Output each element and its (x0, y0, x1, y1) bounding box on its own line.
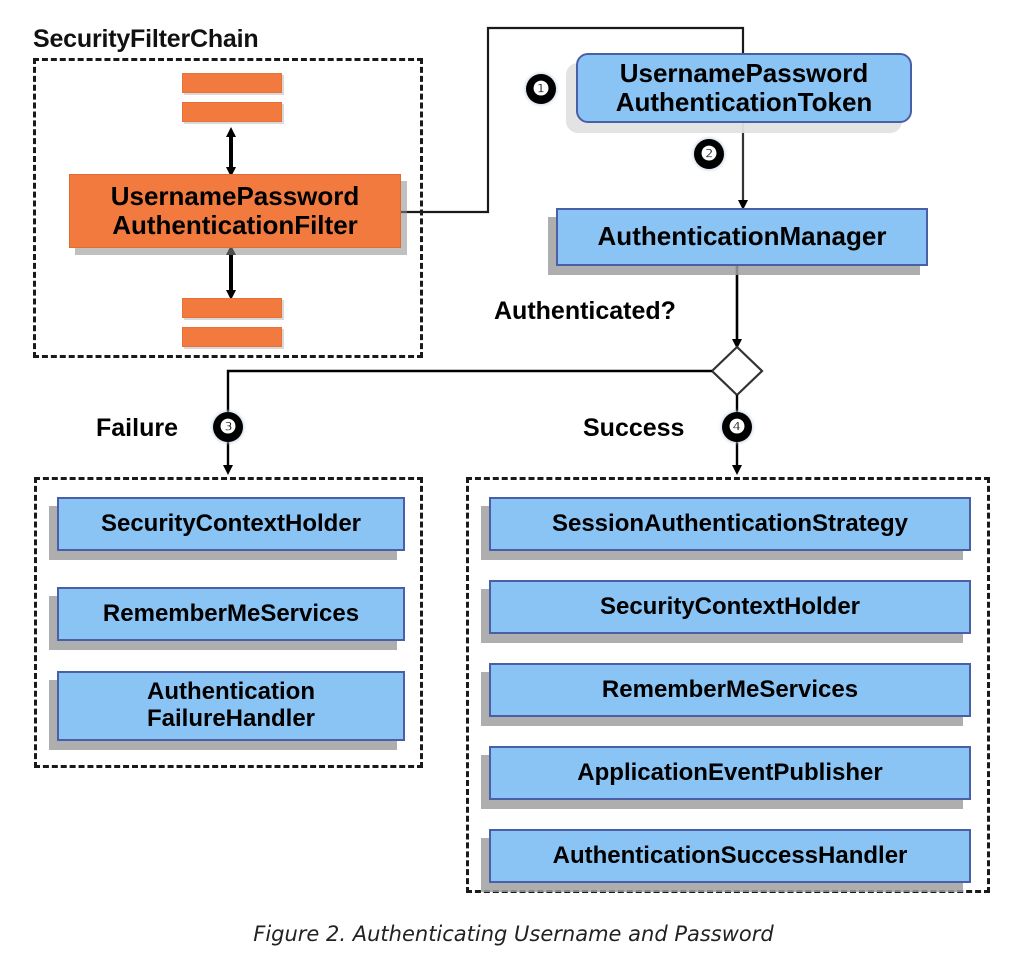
branch-label-failure: Failure (96, 414, 178, 442)
badge-step-3: ❸ (213, 412, 243, 442)
badge-step-2: ❷ (694, 139, 724, 169)
decision-diamond (710, 345, 764, 397)
filter-bar-bottom-1 (182, 298, 282, 318)
filter-bar-top-1 (182, 73, 282, 93)
badge-step-1: ❶ (526, 74, 556, 104)
group-success (466, 477, 990, 893)
success-component-3[interactable]: ApplicationEventPublisher (489, 746, 971, 800)
filter-bar-top-2 (182, 102, 282, 122)
failure-component-0[interactable]: SecurityContextHolder (57, 497, 405, 551)
branch-label-success: Success (583, 414, 685, 442)
group-caption-security-filter-chain: SecurityFilterChain (33, 25, 259, 53)
success-component-2[interactable]: RememberMeServices (489, 663, 971, 717)
success-component-4[interactable]: AuthenticationSuccessHandler (489, 829, 971, 883)
filter-bar-bottom-2 (182, 327, 282, 347)
group-security-filter-chain (33, 58, 423, 358)
decision-label-authenticated: Authenticated? (494, 297, 676, 325)
node-authentication-manager[interactable]: AuthenticationManager (556, 208, 928, 266)
badge-step-4: ❹ (722, 412, 752, 442)
failure-component-1[interactable]: RememberMeServices (57, 587, 405, 641)
node-username-password-authentication-token[interactable]: UsernamePassword AuthenticationToken (576, 53, 912, 123)
failure-component-2[interactable]: Authentication FailureHandler (57, 671, 405, 741)
figure-caption: Figure 2. Authenticating Username and Pa… (253, 922, 774, 946)
success-component-0[interactable]: SessionAuthenticationStrategy (489, 497, 971, 551)
success-component-1[interactable]: SecurityContextHolder (489, 580, 971, 634)
node-username-password-authentication-filter[interactable]: UsernamePassword AuthenticationFilter (69, 174, 401, 248)
group-failure (34, 477, 423, 768)
